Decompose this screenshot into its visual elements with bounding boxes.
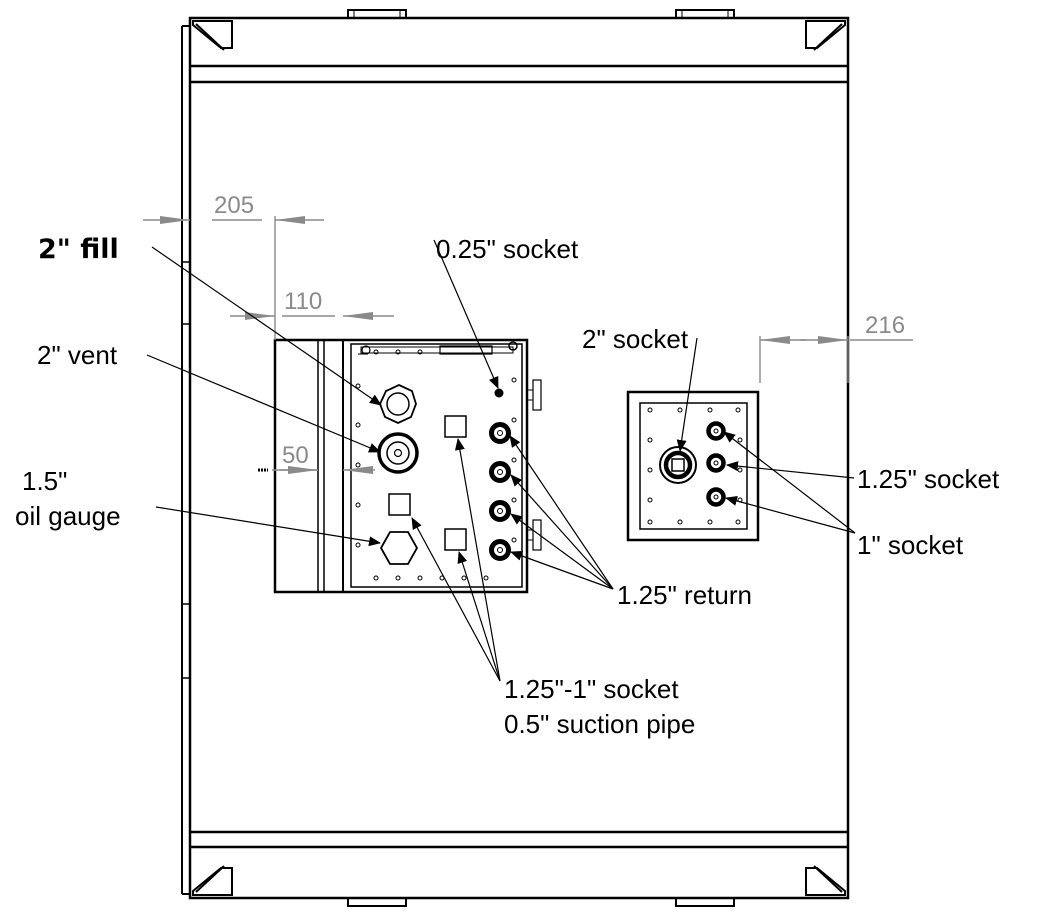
leader-lines [146,239,856,682]
suction-socket-square-3 [444,528,467,551]
label-2in-vent: 2" vent [37,340,118,370]
socket-2in-icon [659,446,697,484]
left-manhole-plate [258,338,542,594]
label-1in-socket: 1" socket [857,530,964,560]
label-2in-fill: 2" fill [38,234,119,265]
lifting-lugs [347,9,735,907]
label-025-socket: 0.25" socket [436,234,579,264]
dim-50: 50 [282,442,309,469]
dim-205: 205 [214,192,254,219]
oil-gauge-icon [379,531,419,565]
bolt-holes [355,349,517,581]
suction-socket-square-1 [444,415,467,438]
label-125-socket: 1.25" socket [857,464,1000,494]
right-manhole-plate [626,390,760,542]
fill-cap-icon [379,384,417,424]
dim-110: 110 [284,288,322,315]
suction-socket-square-2 [388,493,411,516]
return-sockets [489,422,511,561]
label-2in-socket: 2" socket [582,324,689,354]
socket-025-icon [494,388,504,398]
dimension-lines [143,216,913,474]
label-suction-pipe: 0.5" suction pipe [504,709,695,739]
label-125-return: 1.25" return [617,580,752,610]
dim-216: 216 [865,312,905,339]
right-sockets [706,421,726,507]
vent-icon [377,432,419,474]
label-125-1-socket: 1.25"-1" socket [504,674,679,704]
label-oil-gauge: oil gauge [15,501,121,531]
corner-brackets [192,20,846,896]
label-oil-gauge-size: 1.5" [22,466,67,496]
tank-body [181,16,850,900]
